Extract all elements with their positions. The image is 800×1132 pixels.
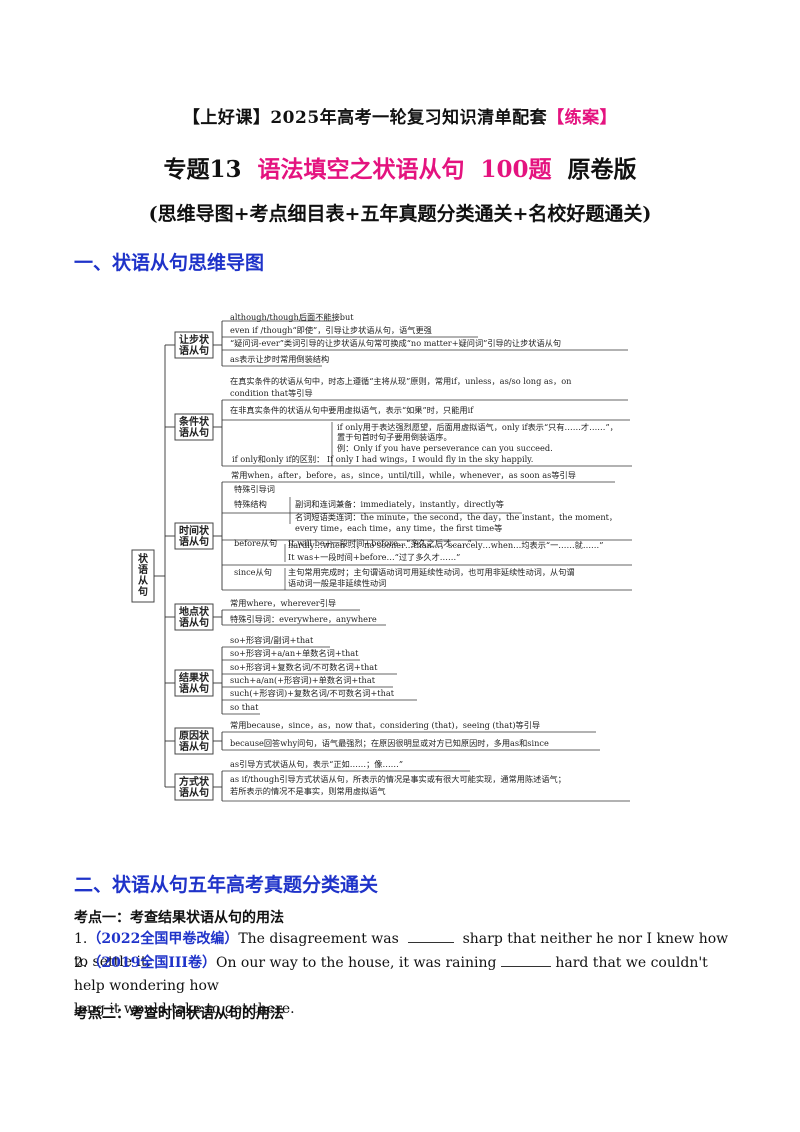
mindmap-node-label: 方式状 [179, 775, 210, 788]
mindmap-leaf-text: so+形容词+a/an+单数名词+that [230, 648, 359, 658]
mindmap-leaf-text: even if /though“即使”，引导让步状语从句，语气更强 [230, 325, 432, 335]
mindmap-node-box [174, 669, 214, 697]
mindmap-leaf-text: hardly…when …，no sooner…than…，scarcely…w… [288, 540, 603, 550]
topic-name: 语法填空之状语从句 [257, 156, 465, 183]
mindmap-leaf-text: as引导方式状语从句，表示“正如……；像……” [230, 759, 403, 769]
root-node-char: 状 [138, 552, 149, 565]
mindmap-leaf-text: 特殊引导词：everywhere，anywhere [230, 614, 377, 624]
mindmap-leaf-text: “疑问词-ever”类词引导的让步状语从句常可换成“no matter+疑问词”… [230, 338, 561, 348]
mindmap-leaf-text: 置于句首时句子要用倒装语序。 [337, 432, 452, 442]
mindmap-leaf-text: so+形容词/副词+that [230, 635, 314, 645]
mindmap-node-label: 条件状 [178, 415, 210, 428]
section2-heading: 二、状语从句五年高考真题分类通关 [74, 874, 379, 896]
mindmap-leaf-text: as表示让步时常用倒装结构 [230, 354, 329, 364]
mindmap-node-label: 语从句 [179, 535, 209, 548]
mindmap-node-label: 让步状 [179, 333, 210, 346]
mindmap-node-box [174, 603, 214, 631]
q2-text-c: long it would take to get there. [74, 1001, 295, 1017]
mindmap-node-label: 地点状 [179, 605, 210, 618]
mindmap-node-box [174, 727, 214, 755]
mindmap-node-label: 语从句 [179, 682, 209, 695]
mindmap-leaf-text: every time，each time，any time，the first … [295, 523, 502, 533]
mindmap-leaf-text: 在非真实条件的状语从句中要用虚拟语气，表示“如果”时，只能用if [230, 405, 474, 415]
q2-blank[interactable] [500, 954, 551, 967]
mindmap-leaf-text: so that [230, 702, 259, 712]
mindmap-leaf-text: 在真实条件的状语从句中，时态上遵循“主将从现”原则，常用if，unless，as… [230, 376, 572, 386]
mindmap-leaf-text: 常用because，since，as，now that，considering … [230, 720, 540, 730]
doc-subtitle: (思维导图+考点细目表+五年真题分类通关+名校好题通关) [148, 203, 652, 225]
root-node-char: 句 [138, 585, 148, 598]
mindmap-node-label: 语从句 [179, 616, 209, 629]
question-1: 1.（2022全国甲卷改编）The disagreement was sharp… [74, 928, 734, 974]
q2-text-a: On our way to the house, it was raining [215, 955, 497, 971]
question-count: 100题 [480, 156, 552, 183]
mindmap-leaf-text: condition that等引导 [230, 388, 313, 398]
kaodian-2: 考点二：考查时间状语从句的用法 [74, 1006, 284, 1022]
doc-title-line1: 【上好课】2025年高考一轮复习知识清单配套【练案】 [0, 103, 800, 128]
title-prefix: 【上好课】2025年高考一轮复习知识清单配套 [182, 108, 548, 128]
mindmap-leaf-text: although/though后面不能接but [230, 312, 354, 322]
mindmap-leaf-text: 常用when，after，before，as，since，until/till，… [231, 470, 576, 480]
edition-label: 原卷版 [567, 156, 637, 183]
mindmap-leaf-text: 副词和连词兼备：immediately，instantly，directly等 [295, 499, 504, 509]
mindmap-leaf-text: as if/though引导方式状语从句，所表示的情况是事实或有很大可能实现，通… [230, 774, 566, 784]
mindmap-node-label: 原因状 [179, 729, 210, 742]
mindmap-leaf-text: 常用where，wherever引导 [230, 598, 336, 608]
mindmap-node-label: 语从句 [179, 786, 209, 799]
mindmap-node-box [174, 413, 214, 441]
mindmap-node-label: 语从句 [179, 426, 209, 439]
topic-number: 专题13 [163, 156, 242, 183]
q1-blank[interactable] [407, 930, 454, 943]
doc-title-line2: 专题13 语法填空之状语从句 100题 原卷版 [0, 150, 800, 184]
mindmap-leaf-text: because回答why问句，语气最强烈；在原因很明显或对方已知原因时，多用as… [230, 738, 549, 748]
mindmap-leaf-text: if only和only if的区别： If only I had wings，… [232, 454, 533, 464]
section1-heading: 一、状语从句思维导图 [74, 252, 265, 274]
q1-text-a: The disagreement was [238, 931, 399, 947]
mindmap-leaf-text: 名词短语类连词：the minute，the second，the day，th… [295, 512, 617, 522]
mindmap-leaf-text: 主句常用完成时；主句谓语动词可用延续性动词，也可用非延续性动词，从句谓 [288, 567, 575, 577]
mindmap-node-box [174, 331, 214, 359]
title-tag: 【练案】 [547, 108, 618, 128]
q2-source: （2019全国III卷） [87, 955, 216, 971]
mindmap-leaf-text: It will be+一段时间+before…“多久之后才……” [288, 538, 472, 548]
mindmap-leaf-text: such(+形容词)+复数名词/不可数名词+that [230, 688, 395, 698]
mindmap-node-label: 结果状 [179, 671, 210, 684]
kaodian-1: 考点一：考查结果状语从句的用法 [74, 910, 284, 926]
q2-number: 2. [74, 955, 88, 971]
mindmap-leaf-text: It was+一段时间+before…“过了多久才……” [288, 552, 460, 562]
mindmap-leaf-text: 特殊结构 [234, 499, 267, 509]
root-node-char: 从 [138, 575, 148, 587]
mindmap-leaf-text: if only用于表达强烈愿望，后面用虚拟语气，only if表示“只有……才…… [337, 422, 618, 432]
mindmap-node-label: 语从句 [179, 740, 209, 753]
mindmap-leaf-text: 例：Only if you have perseverance can you … [337, 443, 553, 453]
q1-number: 1. [74, 931, 88, 947]
q1-source: （2022全国甲卷改编） [87, 931, 239, 947]
mindmap-leaf-text: 若所表示的情况不是事实，则常用虚拟语气 [230, 786, 386, 796]
mindmap-leaf-text: so+形容词+复数名词/不可数名词+that [230, 662, 378, 672]
mindmap-node-label: 时间状 [179, 524, 210, 537]
question-2: 2.（2019全国III卷）On our way to the house, i… [74, 952, 734, 1021]
mindmap-leaf-text: 特殊引导词 [234, 484, 275, 494]
mindmap-leaf-text: such+a/an(+形容词)+单数名词+that [230, 675, 376, 685]
mindmap-leaf-text: before从句 [234, 538, 277, 548]
mindmap-leaf-text: 语动词一般是非延续性动词 [288, 578, 386, 588]
q1-text-b: sharp that neither he nor I knew how to … [74, 931, 729, 970]
root-node-char: 语 [138, 563, 148, 576]
q2-text-b: hard that we couldn't help wondering how [74, 955, 708, 994]
mindmap-node-label: 语从句 [179, 344, 209, 357]
mindmap-leaf-text: since从句 [234, 567, 272, 577]
mindmap-node-box [174, 522, 214, 550]
mindmap-node-box [174, 773, 214, 801]
